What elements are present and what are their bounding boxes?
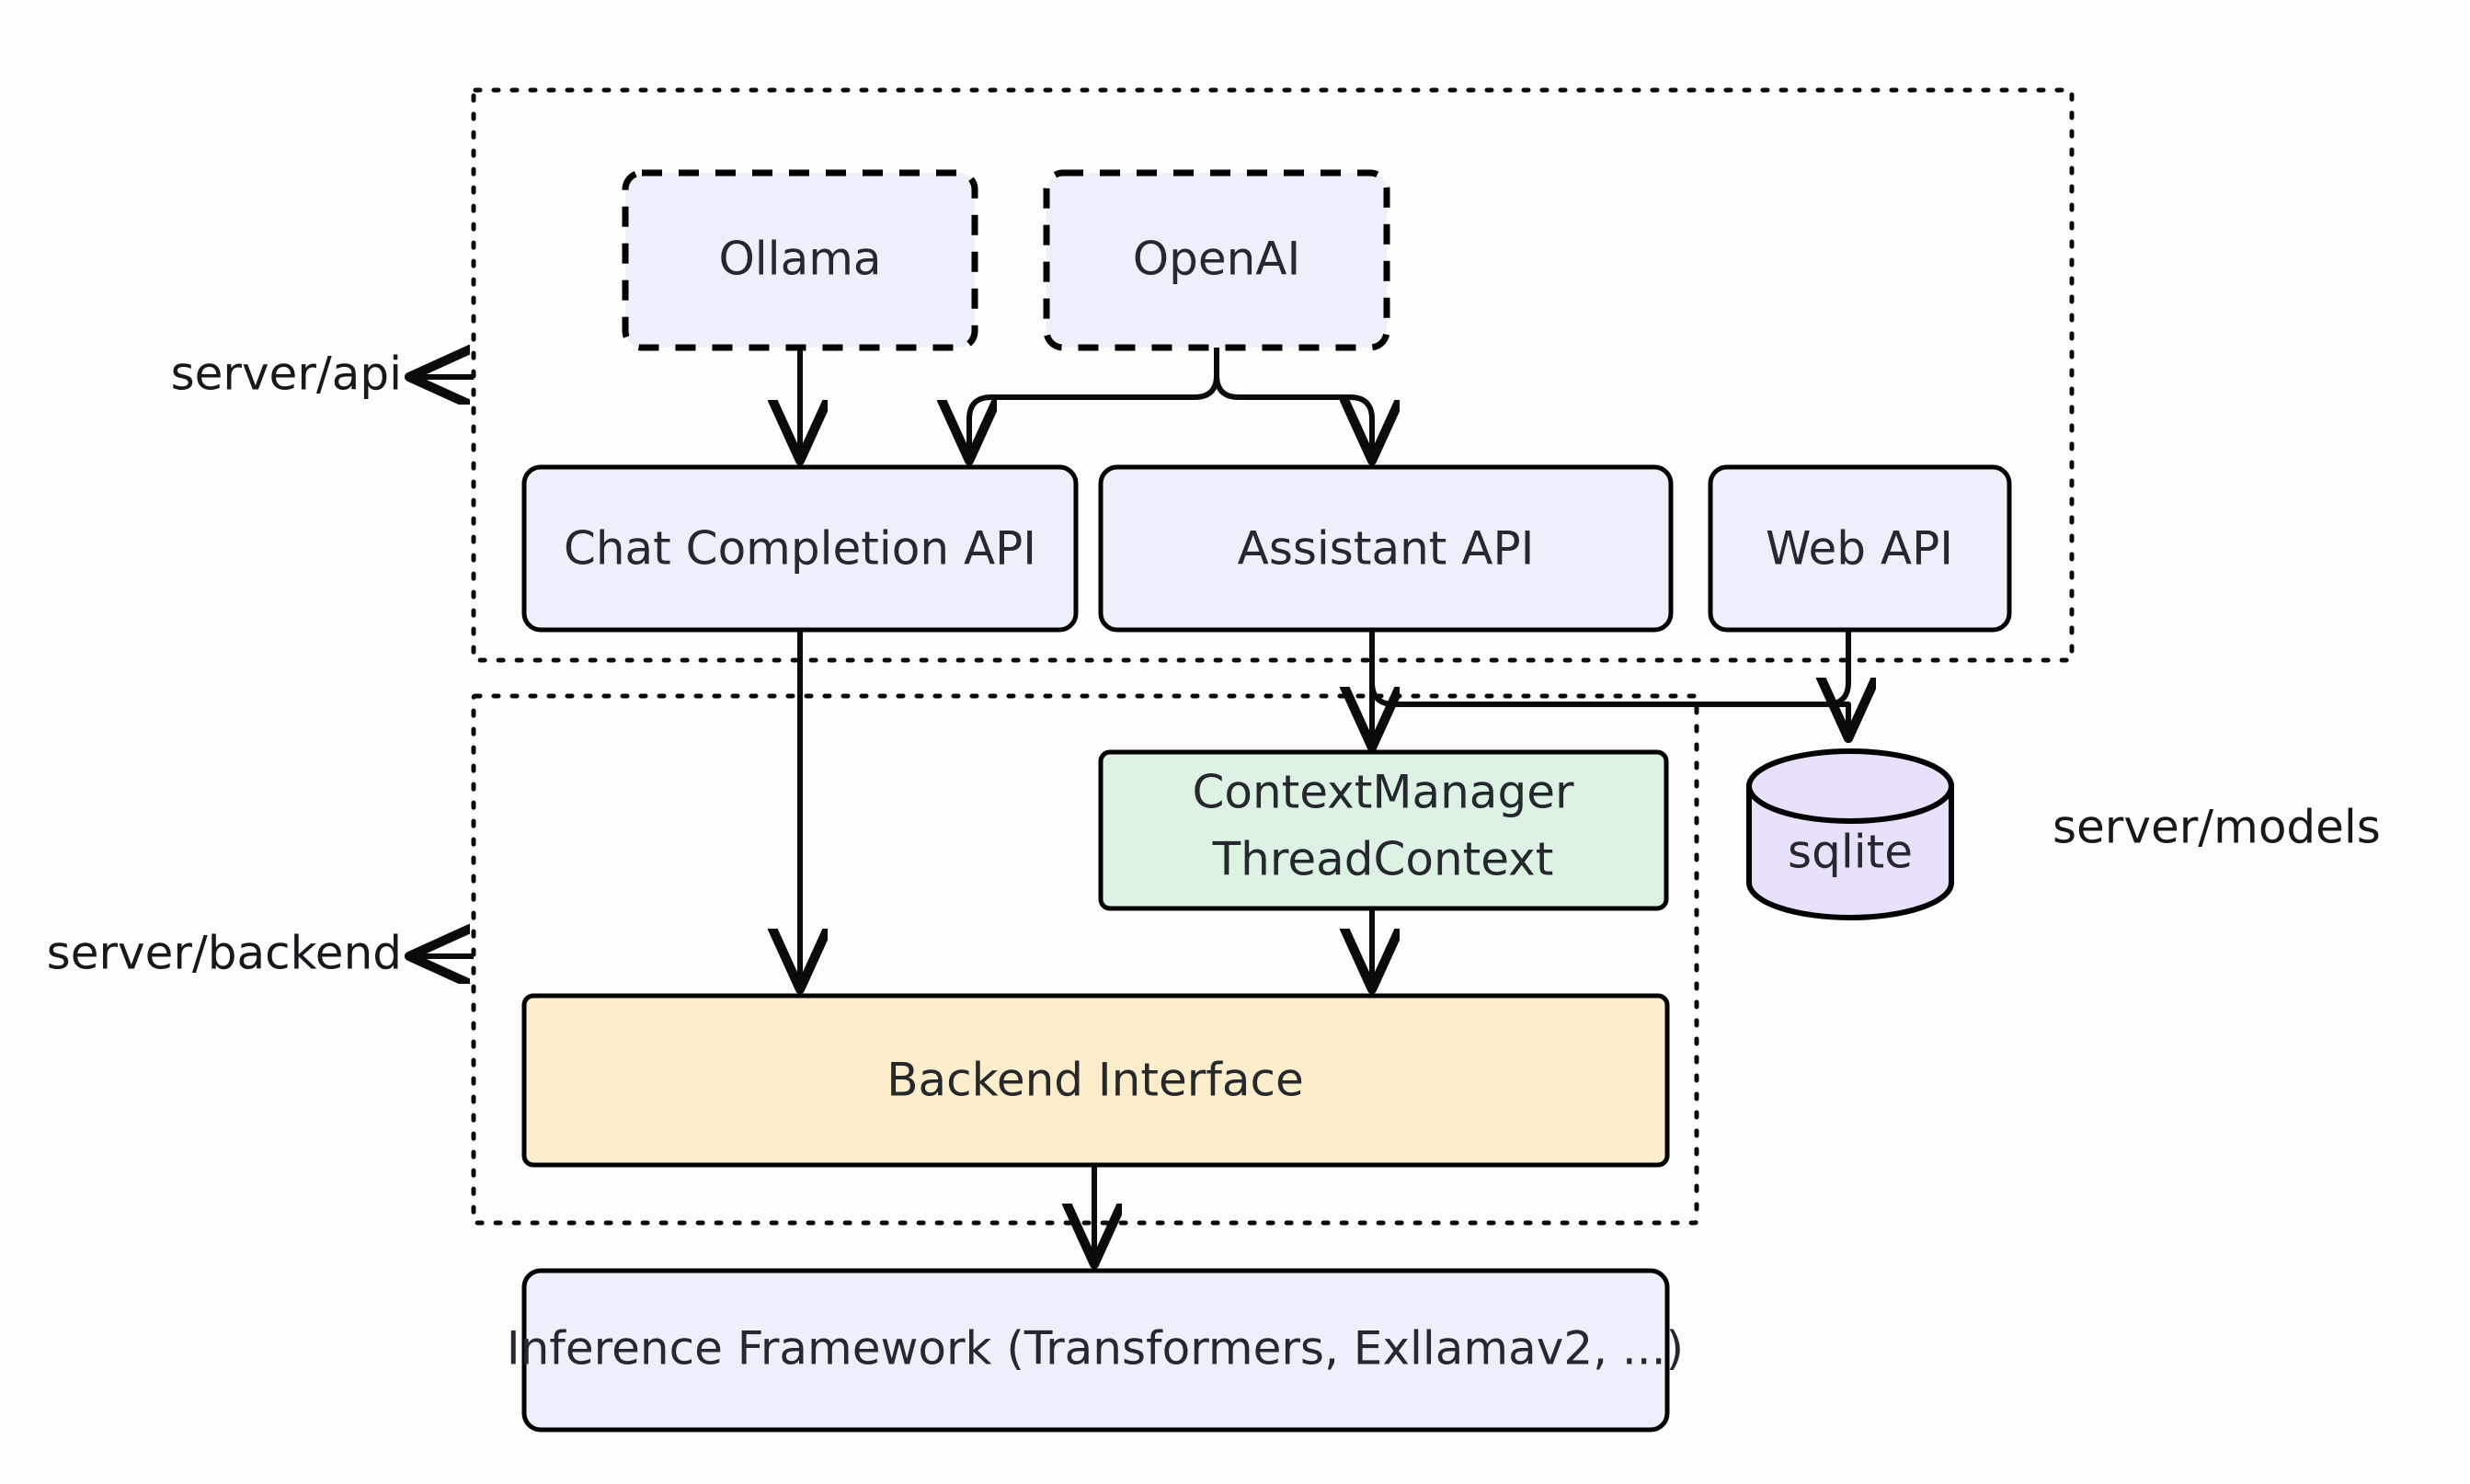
node-sqlite-top-ellipse <box>1746 748 1954 824</box>
node-sqlite[interactable]: sqlite <box>1746 748 1954 920</box>
node-web-api-label: Web API <box>1766 522 1953 576</box>
node-backend-interface-label: Backend Interface <box>886 1054 1304 1107</box>
node-inference-framework[interactable]: Inference Framework (Transformers, Exlla… <box>507 1268 1684 1433</box>
group-label-server-backend: server/backend <box>47 927 402 980</box>
node-chat-completion-api-shape <box>521 464 1079 633</box>
node-inference-framework-label: Inference Framework (Transformers, Exlla… <box>507 1322 1684 1376</box>
edge-assistant-to-sqlite <box>1369 630 1825 707</box>
node-context-manager-shape <box>1098 749 1669 911</box>
node-context-manager-label-line2: ThreadContext <box>1212 833 1554 886</box>
node-backend-interface[interactable]: Backend Interface <box>521 993 1670 1168</box>
node-chat-completion-api[interactable]: Chat Completion API <box>521 464 1079 633</box>
node-context-manager-label-line1: ContextManager <box>1192 766 1573 819</box>
node-openai-label: OpenAI <box>1133 233 1301 286</box>
node-assistant-api-label: Assistant API <box>1238 522 1535 576</box>
node-openai-shape <box>1043 169 1390 351</box>
node-assistant-api[interactable]: Assistant API <box>1098 464 1674 633</box>
edge-openai-to-assistant <box>1214 348 1372 458</box>
node-openai[interactable]: OpenAI <box>1043 169 1390 351</box>
node-assistant-api-shape <box>1098 464 1674 633</box>
node-ollama-label: Ollama <box>718 233 881 286</box>
node-sqlite-label: sqlite <box>1788 826 1913 879</box>
node-backend-interface-shape <box>521 993 1670 1168</box>
node-inference-framework-shape <box>521 1268 1670 1433</box>
edge-openai-to-chat <box>969 348 1219 458</box>
edge-web-to-sqlite <box>1826 630 1848 736</box>
node-ollama-shape <box>622 169 978 351</box>
group-label-server-models: server/models <box>2053 801 2381 854</box>
node-context-manager[interactable]: ContextManager ThreadContext <box>1098 749 1669 911</box>
node-web-api[interactable]: Web API <box>1708 464 2012 633</box>
node-chat-completion-api-label: Chat Completion API <box>564 522 1036 576</box>
group-label-server-api: server/api <box>171 348 402 401</box>
node-ollama[interactable]: Ollama <box>622 169 978 351</box>
node-web-api-shape <box>1708 464 2012 633</box>
